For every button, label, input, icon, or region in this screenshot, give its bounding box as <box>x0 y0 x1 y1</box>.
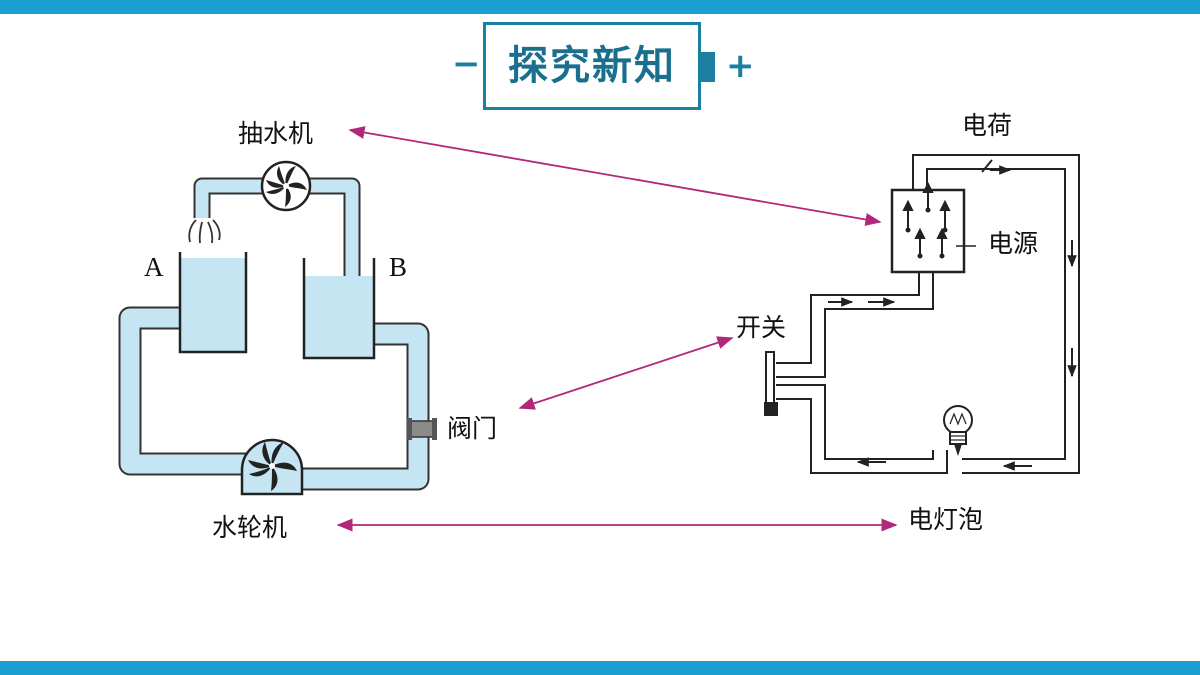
tank-a <box>178 252 248 354</box>
source-label: 电源 <box>988 229 1038 258</box>
battery-terminal <box>699 52 715 82</box>
battery-minus-sign: − <box>452 44 481 84</box>
page-title: 探究新知 <box>508 43 676 89</box>
tank-b-label: B <box>389 252 407 282</box>
wires <box>776 154 1080 474</box>
bottom-accent-bar <box>0 661 1200 675</box>
switch-icon <box>764 351 778 416</box>
switch-label: 开关 <box>736 313 786 342</box>
turbine-icon <box>240 438 304 496</box>
valve-label: 阀门 <box>447 414 497 443</box>
top-accent-bar <box>0 0 1200 14</box>
bulb-label: 电灯泡 <box>908 505 983 534</box>
tank-a-label: A <box>144 252 164 282</box>
power-source-icon <box>890 181 966 274</box>
water-pipes <box>118 177 430 491</box>
charge-label: 电荷 <box>962 111 1012 140</box>
valve-icon <box>407 418 437 440</box>
water-spray-icon <box>188 219 221 244</box>
light-bulb-icon <box>943 405 973 456</box>
pump-label: 抽水机 <box>238 119 313 148</box>
analogy-arrows <box>336 126 898 532</box>
tank-b <box>302 258 376 360</box>
pump-icon <box>260 160 312 212</box>
turbine-label: 水轮机 <box>212 513 287 542</box>
charge-flow-arrows <box>828 159 1077 471</box>
battery-plus-sign: + <box>726 46 755 86</box>
valve-to-switch-arrow <box>518 336 734 410</box>
pump-to-source-arrow <box>348 126 882 226</box>
water-circuit: 抽水机 A B 阀门 水轮机 <box>118 119 497 542</box>
electric-circuit: 电荷 电源 开关 电灯泡 <box>736 111 1080 534</box>
battery-body: 探究新知 <box>483 22 701 110</box>
